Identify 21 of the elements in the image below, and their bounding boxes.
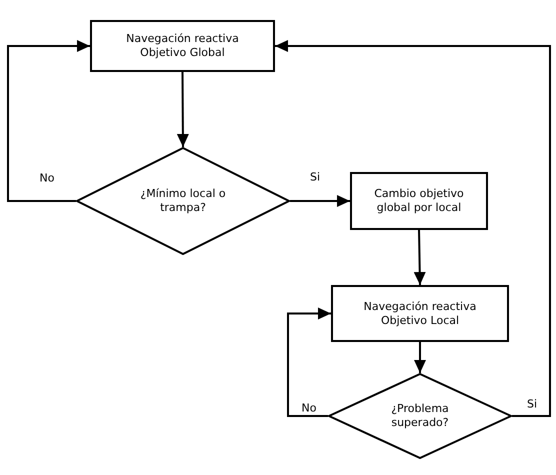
arrow <box>287 308 331 417</box>
edge-label: No <box>302 402 316 414</box>
arrow <box>414 342 426 373</box>
process-box <box>350 172 488 230</box>
node-text: Cambio objetivo global por local <box>373 187 465 215</box>
edge-label: Si <box>310 170 320 184</box>
arrow <box>414 230 426 286</box>
decision-diamond <box>76 147 290 255</box>
arrow <box>290 195 350 207</box>
arrow <box>176 72 189 147</box>
decision-diamond <box>328 373 512 459</box>
node-text: Navegación reactiva Objetivo Local <box>362 300 478 328</box>
node-text: Navegación reactiva Objetivo Global <box>125 32 240 60</box>
edge-label: No <box>40 172 54 184</box>
node-text: ¿Mínimo local o trampa? <box>139 187 227 215</box>
process-box <box>90 20 275 72</box>
arrow <box>275 40 551 417</box>
node-text: ¿Problema superado? <box>390 402 450 430</box>
edge-label: Si <box>526 398 538 410</box>
arrow <box>7 40 90 202</box>
process-box <box>331 285 509 342</box>
